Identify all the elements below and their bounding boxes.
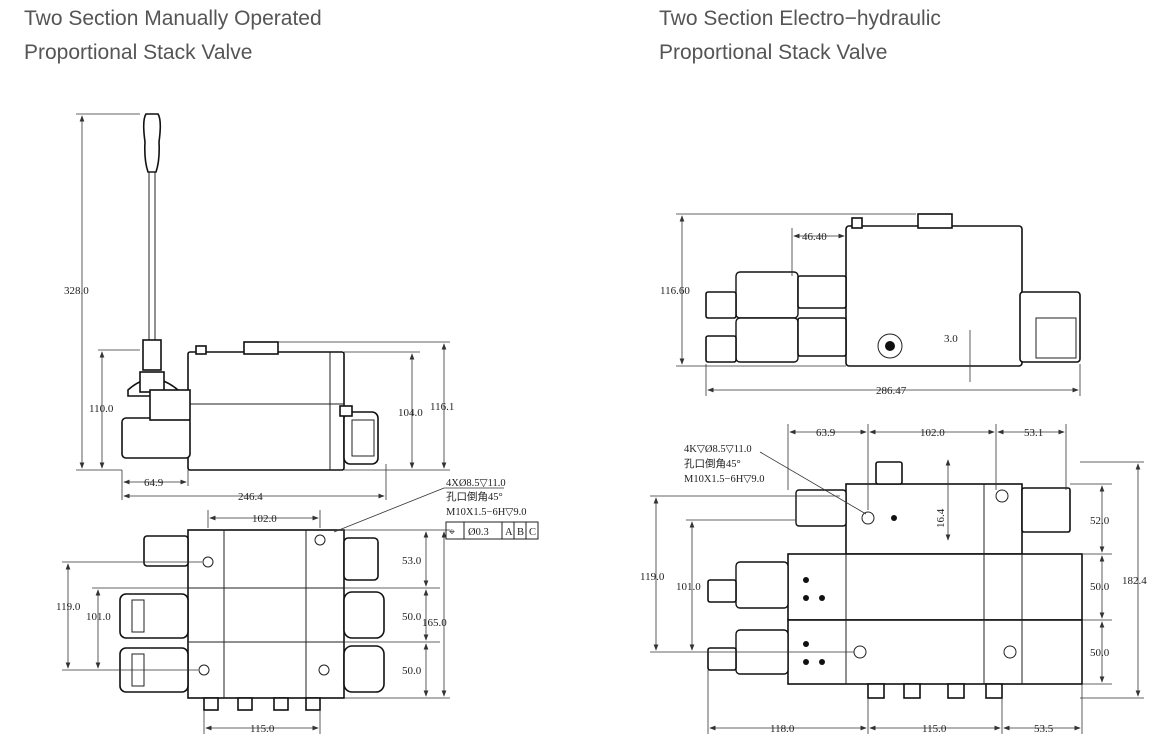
dim-101-right: 101.0 <box>676 581 701 593</box>
dim-182-4: 182.4 <box>1122 575 1147 587</box>
hole-note-line1: 4XØ8.5▽11.0 <box>446 478 506 489</box>
stack-body <box>187 529 345 699</box>
e-valve-body <box>845 225 1023 367</box>
lever-collar <box>142 339 162 371</box>
dim-52: 52.0 <box>1090 515 1110 527</box>
e-top-boss <box>917 213 953 229</box>
dim-50-c: 50.0 <box>1090 581 1110 593</box>
dim-118: 118.0 <box>770 723 795 735</box>
dim-46-40: 46.40 <box>802 231 827 243</box>
dim-50-a: 50.0 <box>402 611 422 623</box>
dim-53: 53.0 <box>402 555 422 567</box>
dim-104: 104.0 <box>398 407 423 419</box>
dim-165: 165.0 <box>422 617 447 629</box>
dim-53-1: 53.1 <box>1024 427 1043 439</box>
dim-119: 119.0 <box>56 601 81 613</box>
dim-53-5: 53.5 <box>1034 723 1054 735</box>
left-title-line1: Two Section Manually Operated <box>24 7 322 30</box>
dim-102-right: 102.0 <box>920 427 945 439</box>
tolerance-value: Ø0.3 <box>468 527 489 538</box>
dim-115-right: 115.0 <box>922 723 947 735</box>
dim-328: 328.0 <box>64 285 89 297</box>
dim-110: 110.0 <box>89 403 114 415</box>
dim-50-b: 50.0 <box>402 665 422 677</box>
left-end-cap <box>121 417 191 459</box>
datum-c: C <box>529 527 536 538</box>
right-side-view: 116.60 46.40 3.0 286.47 <box>660 213 1081 397</box>
top-boss <box>243 341 279 355</box>
dim-50-d: 50.0 <box>1090 647 1110 659</box>
dim-101: 101.0 <box>86 611 111 623</box>
right-title-line1: Two Section Electro−hydraulic <box>659 7 941 30</box>
hole-note-line3: M10X1.5−6H▽9.0 <box>446 507 527 518</box>
solenoid-upper <box>735 271 799 319</box>
solenoid-lower <box>735 317 799 363</box>
dim-64-9: 64.9 <box>144 477 164 489</box>
lever-knob <box>142 113 162 173</box>
e-middle-section <box>787 553 1083 621</box>
e-top-port <box>875 461 903 485</box>
datum-a: A <box>505 527 513 538</box>
dim-63-9: 63.9 <box>816 427 836 439</box>
position-icon: ⌖ <box>449 527 455 538</box>
e-hole-note-line1: 4K▽Ø8.5▽11.0 <box>684 444 752 455</box>
dim-246-4: 246.4 <box>238 491 263 503</box>
hole-note-line2: 孔口倒角45° <box>446 490 503 503</box>
e-hole-note-line2: 孔口倒角45° <box>684 457 741 470</box>
dim-116-60: 116.60 <box>660 285 690 297</box>
tolerance-frame: ⌖ Ø0.3 A B C <box>445 521 539 540</box>
dim-16-4: 16.4 <box>935 508 947 528</box>
dim-286-47: 286.47 <box>876 385 907 397</box>
dim-102: 102.0 <box>252 513 277 525</box>
dim-115: 115.0 <box>250 723 275 735</box>
e-top-section <box>845 483 1023 555</box>
dim-3-0: 3.0 <box>944 333 958 345</box>
dim-119-right: 119.0 <box>640 571 665 583</box>
valve-body <box>187 351 345 471</box>
right-title-line2: Proportional Stack Valve <box>659 41 888 64</box>
left-title-line2: Proportional Stack Valve <box>24 41 253 64</box>
left-side-view: 328.0 110.0 64.9 246.4 104.0 116.1 <box>64 113 454 503</box>
right-top-view: 63.9 102.0 53.1 16.4 52.0 50.0 50.0 182.… <box>640 424 1147 735</box>
dim-116-1: 116.1 <box>430 401 454 413</box>
left-top-view: 102.0 53.0 50.0 50.0 165.0 119.0 101.0 1… <box>56 478 539 735</box>
e-hole-note-line3: M10X1.5−6H▽9.0 <box>684 474 765 485</box>
lever-rod <box>148 171 156 341</box>
datum-b: B <box>517 527 524 538</box>
